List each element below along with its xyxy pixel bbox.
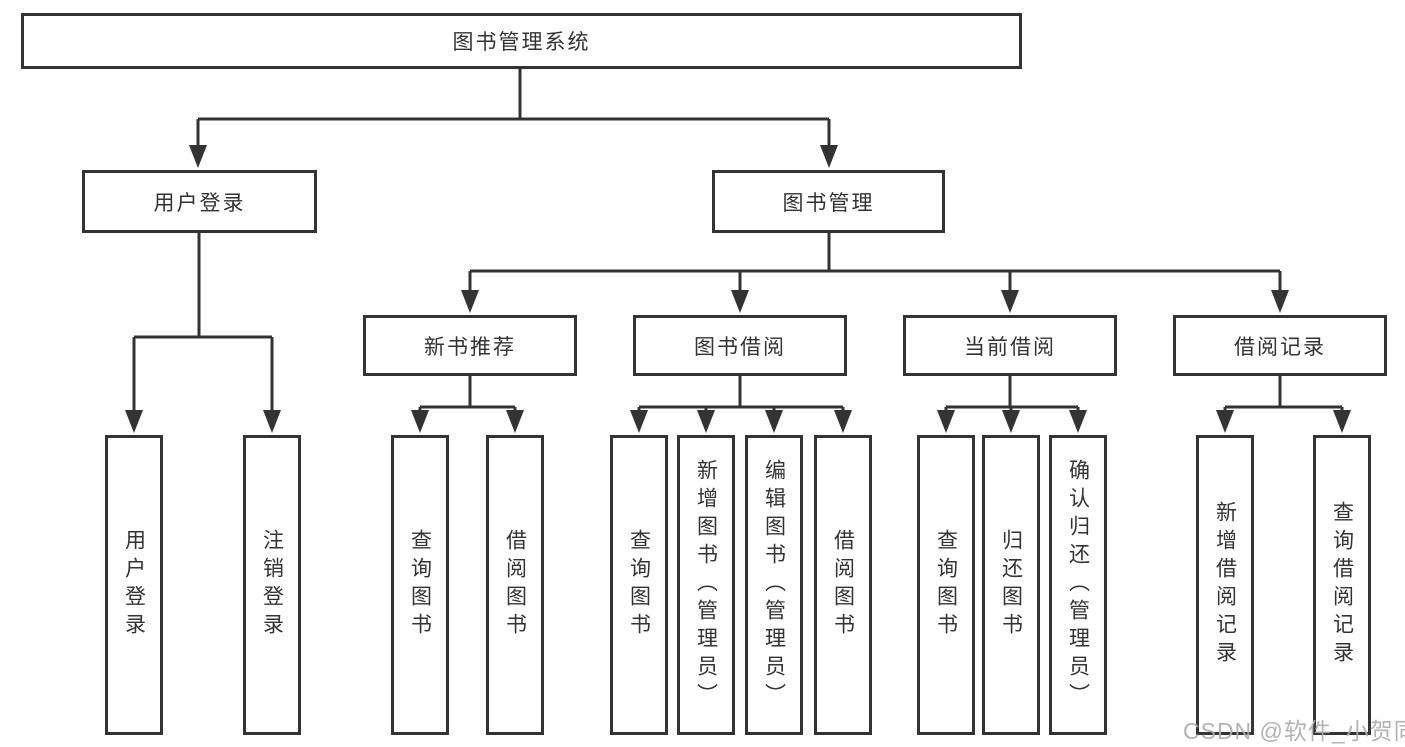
leaf-borrow-edit-book-admin-label: 编辑图书（管理员） [762, 459, 786, 711]
connector-login-to-leaves [125, 232, 281, 433]
leaf-record-add-record-label: 新增借阅记录 [1213, 501, 1237, 669]
leaf-recommend-borrow-book: 借阅图书 [486, 435, 544, 735]
leaf-current-query-book: 查询图书 [917, 435, 975, 735]
node-current-borrow-label: 当前借阅 [964, 335, 1056, 359]
leaf-logout-label: 注销登录 [260, 529, 284, 641]
leaf-current-return-book-label: 归还图书 [999, 529, 1023, 641]
node-root-system: 图书管理系统 [21, 13, 1022, 69]
leaf-borrow-query-book-label: 查询图书 [627, 529, 651, 641]
connector-root-to-level2 [189, 66, 838, 168]
leaf-user-login: 用户登录 [105, 435, 163, 735]
connector-recommend-to-leaves [411, 375, 524, 433]
node-user-login: 用户登录 [82, 170, 317, 233]
leaf-current-query-book-label: 查询图书 [934, 529, 958, 641]
node-book-borrow: 图书借阅 [633, 315, 847, 376]
connector-manage-to-level3 [461, 232, 1289, 313]
leaf-user-login-label: 用户登录 [122, 529, 146, 641]
node-user-login-label: 用户登录 [153, 191, 246, 215]
leaf-recommend-query-book-label: 查询图书 [408, 529, 432, 641]
node-current-borrow: 当前借阅 [903, 315, 1117, 376]
leaf-borrow-add-book-admin-label: 新增图书（管理员） [694, 459, 718, 711]
node-new-book-recommend-label: 新书推荐 [424, 335, 516, 359]
leaf-recommend-query-book: 查询图书 [391, 435, 449, 735]
node-new-book-recommend: 新书推荐 [363, 315, 577, 376]
leaf-borrow-edit-book-admin: 编辑图书（管理员） [745, 435, 803, 735]
leaf-borrow-query-book: 查询图书 [610, 435, 668, 735]
node-root-label: 图书管理系统 [452, 31, 591, 54]
node-borrow-record: 借阅记录 [1173, 315, 1387, 376]
leaf-current-confirm-return-admin-label: 确认归还（管理员） [1066, 459, 1090, 711]
leaf-borrow-add-book-admin: 新增图书（管理员） [677, 435, 735, 735]
leaf-logout: 注销登录 [243, 435, 301, 735]
connector-borrow-to-leaves [630, 375, 852, 433]
csdn-watermark: CSDN @软件_小贺同学 [1183, 718, 1405, 744]
node-borrow-record-label: 借阅记录 [1234, 335, 1326, 359]
leaf-current-confirm-return-admin: 确认归还（管理员） [1049, 435, 1107, 735]
node-book-management: 图书管理 [712, 170, 945, 233]
leaf-record-query-record-label: 查询借阅记录 [1330, 501, 1354, 669]
leaf-record-query-record: 查询借阅记录 [1313, 435, 1371, 735]
leaf-record-add-record: 新增借阅记录 [1196, 435, 1254, 735]
leaf-borrow-borrow-book: 借阅图书 [814, 435, 872, 735]
node-book-management-label: 图书管理 [782, 191, 875, 215]
node-book-borrow-label: 图书借阅 [694, 335, 786, 359]
leaf-recommend-borrow-book-label: 借阅图书 [503, 529, 527, 641]
connector-record-to-leaves [1216, 375, 1351, 433]
leaf-current-return-book: 归还图书 [982, 435, 1040, 735]
leaf-borrow-borrow-book-label: 借阅图书 [831, 529, 855, 641]
connector-current-to-leaves [937, 375, 1087, 433]
